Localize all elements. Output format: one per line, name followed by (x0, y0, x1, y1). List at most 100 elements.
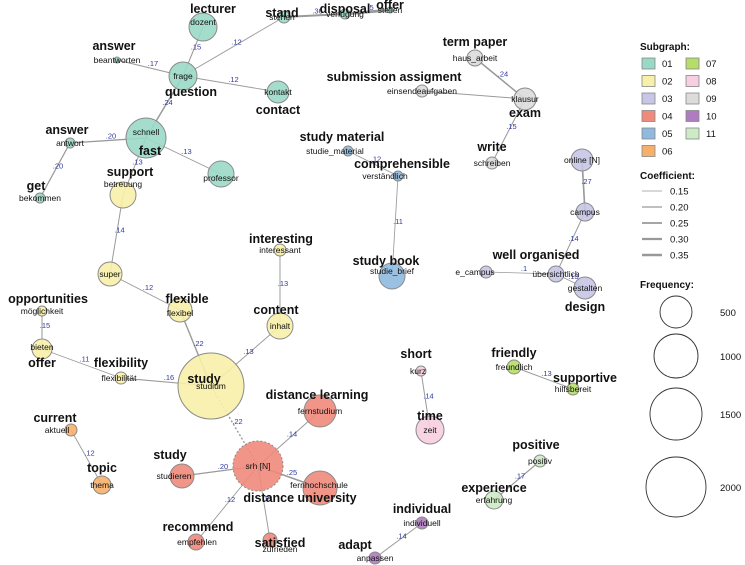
edge-coefficient-label: .11 (393, 217, 403, 226)
node-label-english: offer (28, 356, 56, 370)
node-label-german: aktuell (45, 425, 70, 435)
node-interessant (273, 243, 287, 257)
edge-campus-ubersichtlich (555, 211, 586, 275)
node-label-english: interesting (249, 232, 313, 246)
node-label-english: friendly (491, 346, 536, 360)
legend-subgraph-id: 07 (706, 59, 717, 70)
node-label-english: distance learning (266, 388, 369, 402)
edge-coefficient-label: .15 (506, 122, 516, 131)
node-label-english: opportunities (8, 292, 88, 306)
edge-coefficient-label: .12 (84, 449, 94, 458)
node-verstandlich (392, 170, 404, 182)
node-label-german: klausur (511, 94, 539, 104)
node-label-german: frage (173, 71, 193, 81)
node-kontakt (266, 80, 290, 104)
node-label-german: flexibilität (102, 373, 138, 383)
node-label-german: freundlich (496, 362, 533, 372)
edge-stehen-verfugung (283, 12, 346, 19)
node-label-german: super (99, 269, 120, 279)
legend-subgraph-title: Subgraph: (640, 42, 690, 53)
node-label-english: study (153, 448, 186, 462)
node-label-german: e_campus (455, 267, 494, 277)
edge-coefficient-label: .11 (80, 355, 90, 364)
edge-coefficient-label: .15 (191, 43, 201, 52)
edge-coefficient-label: .13 (278, 279, 288, 288)
node-label-german: haus_arbeit (453, 53, 498, 63)
node-empfehlen (187, 533, 205, 551)
legend-swatch-10 (685, 110, 700, 122)
node-ubersichtlich (547, 265, 565, 283)
edge-coefficient-label: .13 (243, 347, 253, 356)
node-label-german: möglichkeit (21, 306, 64, 316)
edge-coefficient-label: .12 (228, 75, 238, 84)
node-label-english: comprehensible (354, 157, 450, 171)
node-e_campus (479, 265, 493, 279)
node-label-english: recommend (163, 520, 234, 534)
edge-coefficient-label: .12 (371, 155, 381, 164)
node-stehen (277, 10, 291, 24)
node-label-english: content (253, 303, 299, 317)
node-label-german: studie_material (306, 146, 364, 156)
legend-frequency-value: 1500 (720, 410, 741, 421)
node-label-english: exam (509, 106, 541, 120)
node-label-english: time (417, 409, 443, 423)
node-label-english: flexibility (94, 356, 148, 370)
node-label-german: interessant (259, 245, 301, 255)
legend-subgraph-id: 03 (662, 94, 673, 105)
node-schnell (125, 117, 167, 159)
node-label-english: support (107, 165, 154, 179)
node-label-english: positive (512, 438, 559, 452)
node-label-german: übersichtlich (532, 269, 580, 279)
edge-coefficient-label: .20 (218, 462, 228, 471)
node-label-german: stellen (378, 5, 403, 15)
node-zeit (415, 415, 445, 445)
edge-klausur-schreiben (491, 98, 526, 164)
edge-einsendeaufgaben-klausur (421, 90, 526, 100)
legend-coefficient-title: Coefficient: (640, 171, 695, 182)
node-frage (168, 61, 198, 91)
node-label-german: beantworten (94, 55, 141, 65)
edge-coefficient-label: .27 (581, 177, 591, 186)
legend-subgraph-id: 10 (706, 112, 717, 123)
node-freundlich (506, 359, 522, 375)
node-layer (31, 6, 597, 565)
node-antwort (64, 137, 76, 149)
edge-coefficient-label: .25 (287, 468, 297, 477)
node-online (570, 148, 594, 172)
node-label-english: write (476, 140, 506, 154)
node-erfahrung (484, 490, 504, 510)
node-haus_arbeit (466, 49, 484, 67)
node-einsendeaufgaben (415, 84, 429, 98)
edge-coefficient-label: .15 (40, 321, 50, 330)
node-super (97, 261, 123, 287)
legend-coefficient-value: 0.35 (670, 251, 689, 262)
node-label-german: empfehlen (177, 537, 217, 547)
legend-subgraph-id: 09 (706, 94, 717, 105)
legend-frequency-value: 2000 (720, 483, 741, 494)
node-label-german: thema (90, 480, 114, 490)
node-label-german: verständlich (362, 171, 408, 181)
node-flexibilitat (114, 371, 128, 385)
node-label-english: get (27, 179, 47, 193)
edge-coefficient-label: .22 (193, 339, 203, 348)
node-label-german: dozent (190, 17, 216, 27)
node-flexibel (167, 297, 193, 323)
node-label-english: individual (393, 502, 451, 516)
node-label-german: bieten (30, 342, 53, 352)
node-label-german: campus (570, 207, 600, 217)
node-anpassen (368, 551, 382, 565)
node-label-english: short (400, 347, 432, 361)
node-label-english: topic (87, 461, 117, 475)
edge-positiv-erfahrung (493, 460, 541, 501)
legend-subgraph-id: 06 (662, 147, 673, 158)
edge-coefficient-label: .12 (225, 495, 235, 504)
legend-swatch-05 (641, 127, 656, 140)
node-label-english: distance university (243, 491, 356, 505)
edge-bieten-flexibilitat (41, 348, 122, 379)
edge-coefficient-label: .13 (568, 272, 578, 281)
legend-coefficient-value: 0.20 (670, 203, 689, 214)
edge-coefficient-label: .5 (367, 3, 373, 12)
edge-frage-kontakt (182, 75, 279, 93)
node-label-english: stand (265, 6, 298, 20)
node-studium (177, 352, 245, 420)
